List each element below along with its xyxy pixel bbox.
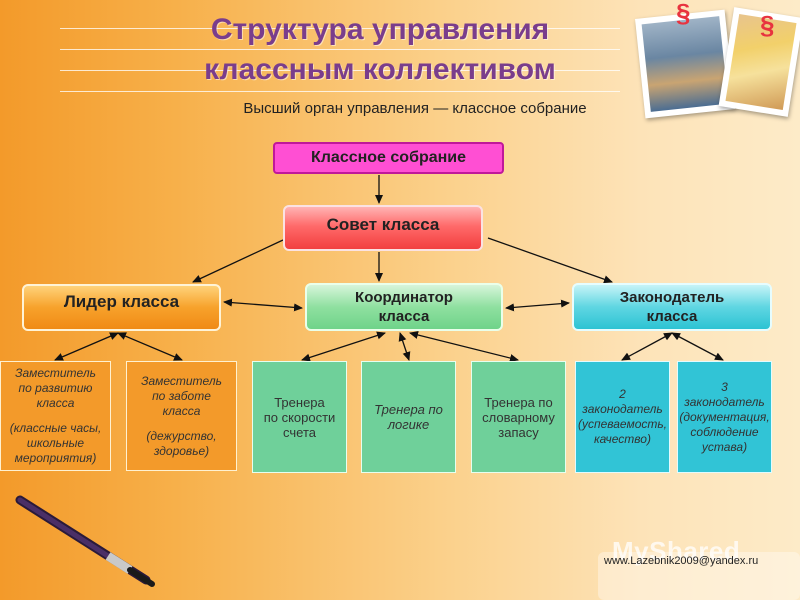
text-line: класса	[36, 396, 75, 410]
box-zam-razvitie: Заместитель по развитию класса (классные…	[0, 361, 111, 471]
text-line: 3 законодатель	[684, 379, 765, 409]
arrow-koord-tr2	[398, 332, 411, 361]
text-line: логике	[387, 417, 430, 432]
node-zakonodatel: Законодатель класса	[572, 283, 772, 331]
text-line: класса	[162, 403, 201, 418]
text-line: Тренера по	[484, 394, 553, 410]
arrow-koord-tr3	[409, 331, 519, 362]
text-line: (документация,	[679, 409, 770, 424]
text-line: (успеваемость,	[577, 417, 668, 431]
text-line: качество)	[594, 432, 651, 446]
node-lider-klassa: Лидер класса	[22, 284, 221, 331]
text-line: по развитию	[18, 381, 93, 395]
box-trener-logika: Тренера по логике	[361, 361, 456, 473]
arrow-zak-z3	[671, 332, 724, 361]
koordinator-line-1: Координатор	[355, 289, 453, 306]
box-trener-slovar: Тренера по словарному запасу	[471, 361, 566, 473]
node-klassnoe-sobranie: Классное собрание	[273, 142, 504, 174]
text-line: запасу	[498, 424, 539, 440]
node-koordinator: Координатор класса	[305, 283, 503, 331]
text-line: здоровье)	[153, 443, 210, 458]
text-line: счета	[283, 424, 316, 440]
text-line: Тренера по	[374, 402, 443, 417]
zakonodatel-line-1: Законодатель	[619, 289, 725, 306]
text-line: устава)	[701, 439, 748, 454]
box-zakonodatel-3: 3 законодатель (документация, соблюдение…	[677, 361, 772, 473]
author-email[interactable]: www.Lazebnik2009@yandex.ru	[604, 555, 759, 567]
text-line: по заботе	[152, 388, 211, 403]
text-line: по скорости	[263, 409, 336, 425]
text-line: Тренера	[274, 394, 325, 410]
arrow-lider-zam1	[54, 332, 119, 361]
node-sovet-klassa: Совет класса	[283, 205, 483, 251]
arrow-sovet-zak	[487, 237, 613, 284]
arrow-zak-z2	[621, 332, 673, 361]
koordinator-line-2: класса	[378, 308, 430, 325]
lined-background	[60, 8, 620, 100]
title-line-1: Структура управления	[210, 13, 550, 46]
text-line: словарному	[482, 409, 555, 425]
paperclip-icon: §	[676, 0, 691, 28]
arrow-koord-zak	[505, 299, 570, 312]
text-line: школьные	[26, 436, 85, 450]
text-line: (классные часы,	[9, 421, 102, 435]
paperclip-icon-2: §	[760, 10, 775, 40]
title-line-2: классным коллективом	[204, 53, 556, 86]
footer-panel	[598, 552, 800, 600]
arrow-sovet-lider	[192, 239, 284, 283]
box-zam-zabota: Заместитель по заботе класса (дежурство,…	[126, 361, 237, 471]
text-line: соблюдение	[690, 424, 759, 439]
watermark: MyShared	[612, 536, 741, 566]
text-line: Заместитель	[15, 366, 96, 380]
text-line: мероприятия)	[14, 451, 97, 465]
text-line: Заместитель	[141, 373, 222, 388]
pen-icon	[15, 495, 155, 587]
arrow-koord-tr1	[301, 331, 386, 362]
photo-collage: § §	[632, 0, 800, 124]
subtitle: Высший орган управления — классное собра…	[243, 100, 587, 117]
box-trener-schet: Тренера по скорости счета	[252, 361, 347, 473]
page-title: Структура управления классным коллективо…	[140, 10, 620, 90]
text-line: (дежурство,	[146, 428, 217, 443]
zakonodatel-line-2: класса	[646, 308, 698, 325]
arrow-lider-zam2	[117, 332, 183, 361]
box-zakonodatel-2: 2 законодатель (успеваемость, качество)	[575, 361, 670, 473]
arrow-lider-koord	[223, 298, 303, 312]
text-line: 2 законодатель	[582, 387, 663, 416]
